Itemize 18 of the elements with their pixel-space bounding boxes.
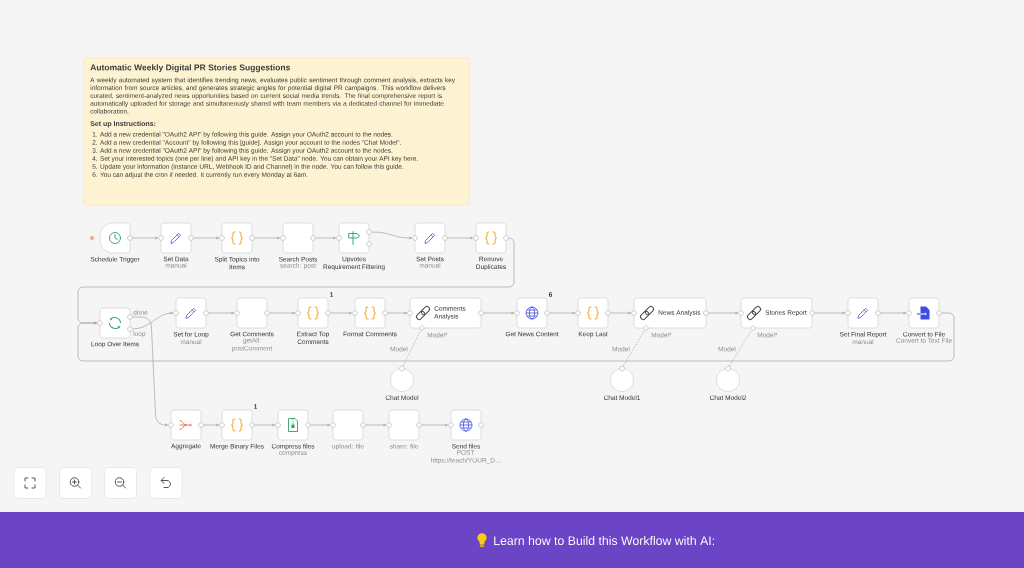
dashed-connector <box>728 330 752 367</box>
dashed-connector <box>402 330 421 367</box>
arrow <box>610 311 631 315</box>
arrow <box>387 311 407 315</box>
arrow <box>77 312 955 362</box>
arrow <box>132 316 168 427</box>
arrow <box>310 423 330 427</box>
arrow <box>330 311 352 315</box>
arrow <box>203 423 219 427</box>
note-title: Automatic Weekly Digital PR Stories Suggestions <box>90 64 290 73</box>
arrow <box>132 311 173 330</box>
arrow <box>254 423 275 427</box>
footer-text: Learn how to Build this Workflow with AI: <box>494 536 714 546</box>
arrow <box>315 236 336 240</box>
arrow <box>77 237 515 325</box>
arrow <box>365 423 386 427</box>
arrow <box>371 231 412 240</box>
dashed-connector <box>622 330 645 367</box>
